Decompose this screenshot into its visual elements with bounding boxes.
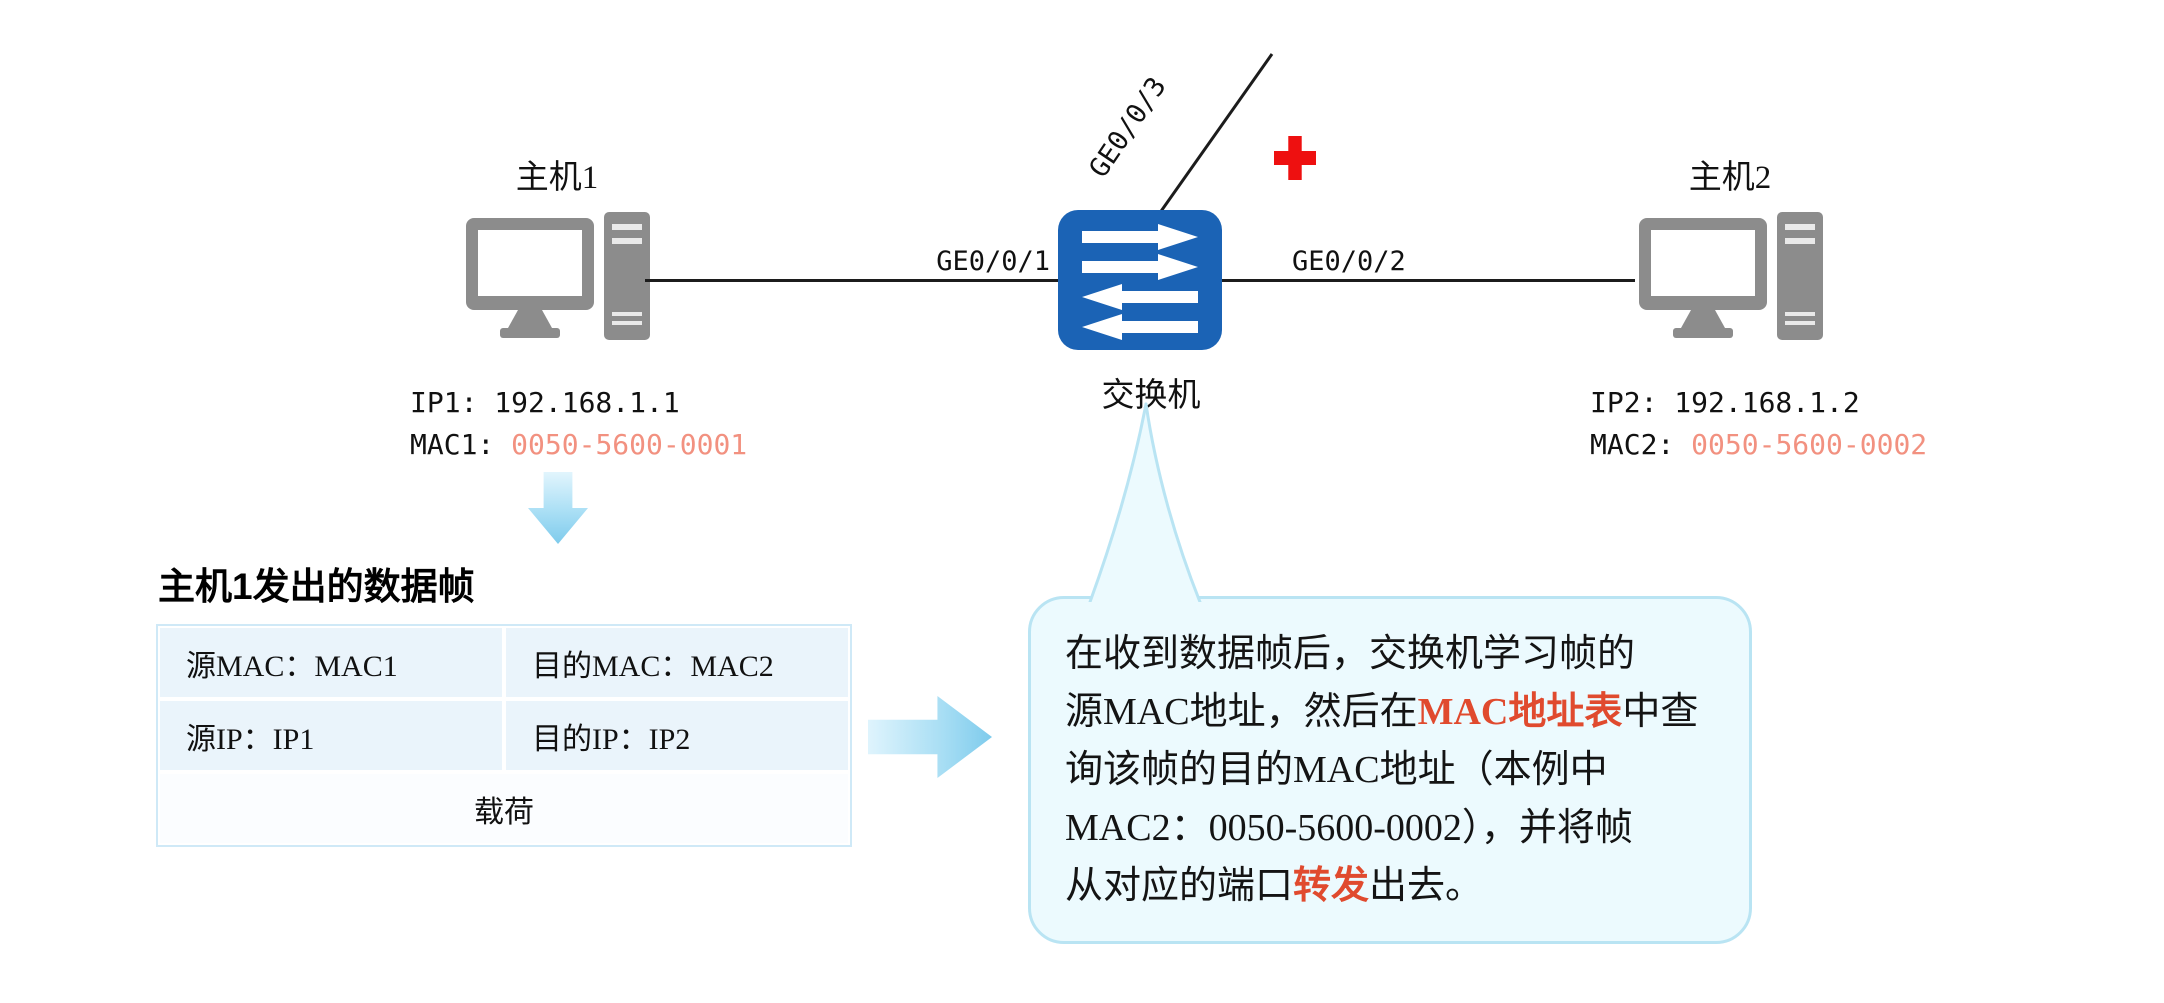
host2-label: 主机2: [1688, 160, 1772, 196]
host1-label: 主机1: [515, 160, 599, 196]
link-host1-switch: [645, 279, 1060, 282]
host2-ip-label: IP2: 192.168.1.2: [1590, 386, 1860, 419]
switch-icon: [1058, 210, 1222, 350]
frame-title: 主机1发出的数据帧: [158, 566, 475, 607]
frame-table-row-payload: 载荷: [158, 772, 850, 845]
right-arrow: [868, 696, 992, 778]
down-arrow: [528, 472, 588, 544]
host1-pc-icon: [462, 210, 652, 348]
port-ge0-0-2-label: GE0/0/2: [1292, 246, 1406, 277]
host2-mac-label: MAC2: 0050-5600-0002: [1590, 428, 1927, 461]
link-switch-host2: [1222, 279, 1635, 282]
frame-cell-src-ip: 源IP：IP1: [158, 699, 504, 772]
callout-tail: [1088, 402, 1218, 602]
host2-mac-value: 0050-5600-0002: [1691, 428, 1928, 461]
host2-mac-prefix: MAC2:: [1590, 428, 1692, 461]
callout-bubble: 在收到数据帧后，交换机学习帧的 源MAC地址，然后在MAC地址表中查 询该帧的目…: [1028, 596, 1752, 944]
red-cross-icon: [1274, 136, 1316, 180]
host1-ip-value: IP1: 192.168.1.1: [410, 386, 680, 419]
host1-mac-prefix: MAC1:: [410, 428, 512, 461]
frame-table-row-mac: 源MAC：MAC1 目的MAC：MAC2: [158, 626, 850, 699]
host2-pc-icon: [1635, 210, 1825, 348]
frame-table-row-ip: 源IP：IP1 目的IP：IP2: [158, 699, 850, 772]
switch-label: 交换机: [1101, 378, 1201, 414]
link-ge3: [1120, 42, 1280, 232]
frame-cell-src-mac: 源MAC：MAC1: [158, 626, 504, 699]
frame-cell-dst-mac: 目的MAC：MAC2: [504, 626, 850, 699]
host2-ip-value: IP2: 192.168.1.2: [1590, 386, 1860, 419]
port-ge0-0-1-label: GE0/0/1: [936, 246, 1050, 277]
frame-cell-payload: 载荷: [158, 772, 850, 845]
host1-mac-value: 0050-5600-0001: [511, 428, 748, 461]
frame-table: 源MAC：MAC1 目的MAC：MAC2 源IP：IP1 目的IP：IP2 载荷: [156, 624, 852, 847]
frame-cell-dst-ip: 目的IP：IP2: [504, 699, 850, 772]
host1-mac-label: MAC1: 0050-5600-0001: [410, 428, 747, 461]
host1-ip-label: IP1: 192.168.1.1: [410, 386, 680, 419]
